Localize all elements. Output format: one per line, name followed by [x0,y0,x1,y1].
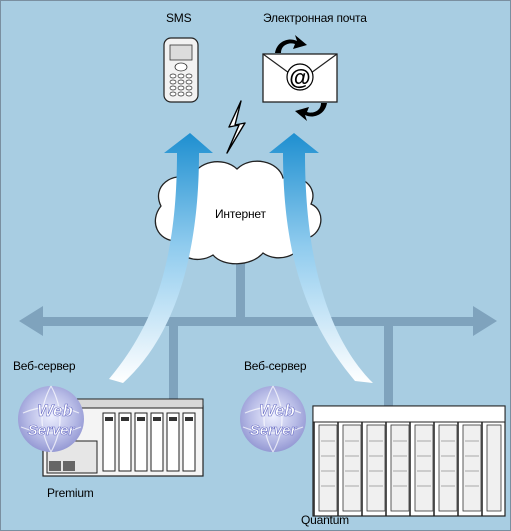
lightning-bolt-icon [226,100,246,154]
envelope-at-icon: @ [262,35,338,121]
web-server-badge-right-icon: Web Server [240,385,306,453]
label-premium: Premium [47,486,94,500]
internet-drop-line [236,258,245,320]
network-bus [19,258,497,413]
badge-left-word1: Web [37,401,73,420]
label-quantum: Quantum [301,513,349,527]
label-webserver-left: Веб-сервер [13,359,76,373]
badge-right-word2: Server [250,422,298,439]
arrow-quantum-to-email [269,133,373,383]
label-email: Электронная почта [263,11,367,25]
web-server-badge-left-icon: Web Server [18,385,84,453]
label-internet: Интернет [215,207,266,221]
arrow-premium-to-sms [109,133,213,383]
label-webserver-right: Веб-сервер [244,359,307,373]
bus-arrow-left [19,306,43,336]
premium-plc-rack [42,398,204,477]
badge-left-word2: Server [28,422,76,439]
quantum-plc-rack [312,405,506,517]
quantum-drop-line [384,323,393,411]
bus-arrow-right [473,306,497,336]
label-sms: SMS [166,11,192,25]
premium-drop-line [169,323,178,413]
mobile-phone-icon [163,37,199,103]
badge-right-word1: Web [259,401,295,420]
svg-text:@: @ [289,65,310,90]
